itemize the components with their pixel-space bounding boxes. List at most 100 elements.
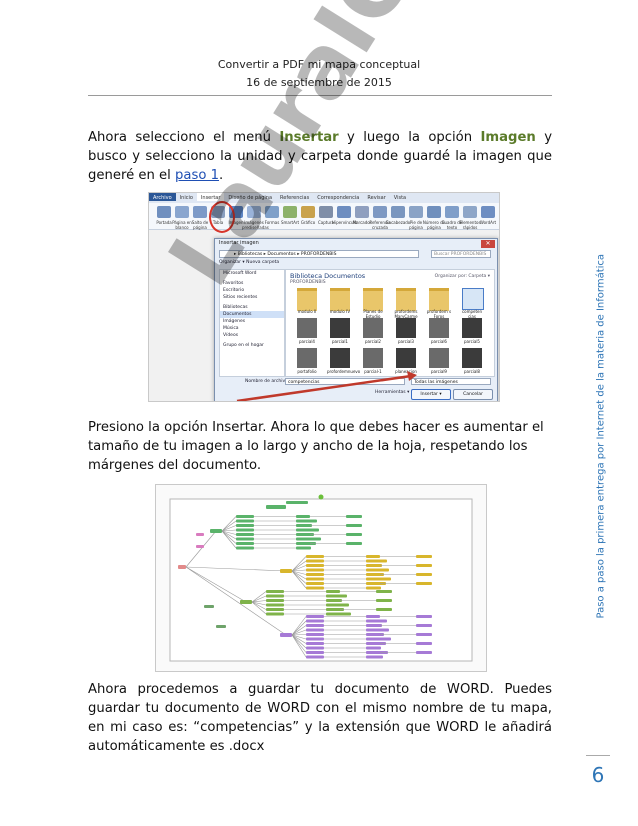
sidebar-text: Paso a paso la primera entrega por Inter… — [595, 253, 607, 619]
map-leaf-node — [306, 559, 324, 563]
library-arrange: Organizar por: Carpeta ▾ — [434, 274, 490, 279]
concept-map-screenshot — [155, 484, 487, 672]
ribbon-button-label: Captura — [318, 220, 334, 225]
image-thumbnail — [396, 318, 416, 338]
tab-referencias: Referencias — [280, 195, 310, 201]
ribbon-button-label: Pie de página — [409, 220, 423, 230]
ribbon-button-icon — [157, 206, 171, 218]
map-leaf-node — [366, 646, 381, 650]
map-leaf-node — [366, 564, 382, 567]
header-divider — [88, 95, 552, 96]
file-label: parcial4 — [299, 339, 315, 344]
map-leaf-node — [416, 615, 432, 618]
tab-archivo: Archivo — [149, 193, 176, 201]
map-connector — [251, 591, 267, 603]
file-label: modulo II — [297, 309, 317, 314]
map-leaf-node — [236, 537, 254, 541]
ribbon-button-icon — [355, 206, 369, 218]
map-leaf-node — [416, 564, 432, 567]
insertar-button: Insertar ▾ — [411, 389, 451, 400]
tools-label: Herramientas ▾ — [375, 390, 410, 395]
file-label: planeacion — [395, 369, 417, 374]
map-leaf-node — [366, 573, 384, 576]
tab-vista: Vista — [393, 195, 407, 201]
sidebar-vertical: Paso a paso la primera entrega por Inter… — [592, 253, 608, 624]
map-leaf-node — [196, 533, 204, 536]
map-connector — [221, 530, 237, 544]
map-leaf-node — [266, 603, 284, 607]
map-leaf-node — [306, 655, 324, 659]
map-leaf-node — [376, 590, 392, 593]
ribbon-button-label: WordArt — [479, 220, 497, 225]
map-connector — [291, 634, 307, 636]
ribbon-button-icon — [265, 206, 279, 218]
map-branch-node — [280, 633, 292, 637]
map-leaf-node — [296, 546, 311, 550]
image-thumbnail — [297, 348, 317, 368]
map-connector — [251, 601, 267, 606]
file-label: parcial3 — [398, 339, 414, 344]
map-leaf-node — [296, 533, 314, 536]
file-label: parcial-1 — [364, 369, 382, 374]
nav-item: Escritorio — [223, 288, 245, 293]
paso-1-link[interactable]: paso 1 — [175, 168, 220, 183]
concept-map-graphic — [169, 494, 473, 662]
ribbon-button-label: Marcador — [352, 220, 372, 225]
option-imagen-label: Imagen — [480, 130, 536, 145]
map-leaf-node — [236, 515, 254, 518]
map-leaf-node — [306, 619, 324, 623]
map-leaf-node — [416, 624, 432, 627]
map-leaf-node — [306, 582, 324, 585]
ribbon-button-label: Página en blanco — [172, 220, 192, 230]
ribbon-button-label: Portada — [156, 220, 172, 225]
map-leaf-node — [236, 524, 254, 527]
map-branch-node — [210, 529, 222, 533]
map-leaf-node — [416, 582, 432, 585]
map-connector — [291, 560, 307, 572]
map-leaf-node — [366, 637, 391, 641]
map-leaf-node — [306, 637, 324, 641]
paragraph-resize: Presiono la opción Insertar. Ahora lo qu… — [88, 420, 544, 473]
map-connector — [251, 600, 267, 603]
ribbon-button-label: Gráfico — [300, 220, 316, 225]
map-connector — [291, 634, 307, 649]
file-label: parcial5 — [464, 339, 480, 344]
map-leaf-node — [376, 599, 392, 602]
map-leaf-node — [416, 642, 432, 645]
ribbon-button-label: Encabezado — [386, 220, 411, 225]
map-connector — [291, 569, 307, 572]
document-header-title: Convertir a PDF mi mapa conceptual — [217, 58, 421, 71]
nav-item: Bibliotecas — [223, 305, 248, 310]
map-leaf-node — [266, 590, 284, 593]
nav-item: Documentos — [220, 311, 284, 318]
ribbon-button-label: Formas — [264, 220, 280, 225]
map-leaf-node — [346, 542, 362, 545]
map-connector — [185, 530, 217, 568]
map-leaf-node — [306, 586, 324, 590]
map-leaf-node — [416, 555, 432, 558]
map-leaf-node — [366, 582, 386, 585]
image-thumbnail — [297, 318, 317, 338]
map-leaf-node — [266, 612, 284, 616]
file-label: profordemnuevo — [327, 369, 361, 374]
dialog-file-pane: Biblioteca Documentos PROFORDENBIS Organ… — [285, 269, 495, 377]
ribbon-button-label: Hipervínculo — [332, 220, 358, 225]
map-leaf-node — [326, 594, 347, 598]
file-label: parcial8 — [464, 369, 480, 374]
map-leaf-node — [306, 642, 324, 645]
ribbon-button-icon — [373, 206, 387, 218]
file-label: parcial6 — [431, 339, 447, 344]
map-leaf-node — [326, 603, 349, 607]
map-branch-node — [240, 600, 252, 604]
map-leaf-node — [306, 615, 324, 618]
map-connector — [221, 525, 237, 532]
ribbon-button-label: Referencia cruzada — [369, 220, 391, 230]
map-leaf-node — [366, 555, 380, 558]
map-connector — [291, 570, 307, 589]
tab-revisar: Revisar — [367, 195, 386, 201]
map-connector — [291, 616, 307, 636]
map-leaf-node — [204, 605, 214, 608]
folder-icon — [297, 288, 317, 311]
image-thumbnail — [462, 348, 482, 368]
